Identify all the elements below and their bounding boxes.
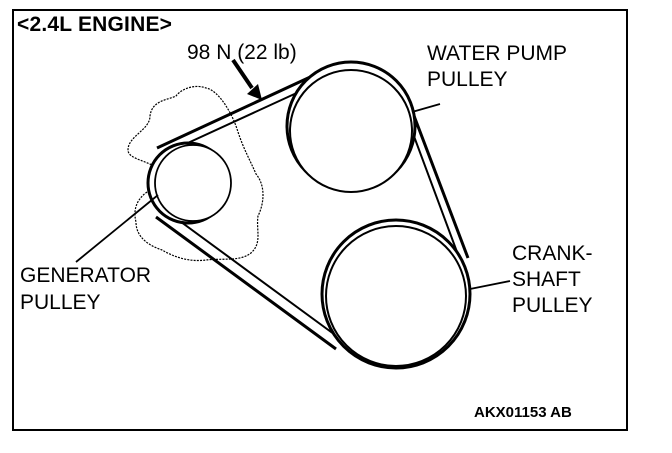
tension-label: 98 N (22 lb) [187, 41, 297, 64]
water-pump-leader-line [411, 103, 441, 113]
figure-code: AKX01153 AB [474, 404, 572, 421]
generator-label-line1: GENERATOR [20, 264, 152, 287]
tension-arrow-shaft [231, 58, 254, 90]
tension-arrow-head [247, 84, 262, 100]
generator-pulley [154, 144, 232, 222]
generator-housing-outline [127, 85, 264, 262]
water-pump-label-line2: PULLEY [427, 68, 508, 91]
crankshaft-pulley [325, 225, 467, 367]
crankshaft-label-line2: SHAFT [512, 268, 581, 291]
crankshaft-label-line3: PULLEY [512, 294, 593, 317]
drive-belt-outer [155, 64, 470, 351]
generator-label-line2: PULLEY [20, 291, 101, 314]
diagram-title: <2.4L ENGINE> [17, 13, 173, 36]
crankshaft-leader-line [469, 280, 511, 290]
water-pump-label-line1: WATER PUMP [427, 42, 567, 65]
crankshaft-label-line1: CRANK- [512, 242, 593, 265]
generator-leader-line [75, 194, 159, 263]
water-pump-pulley [289, 69, 413, 193]
